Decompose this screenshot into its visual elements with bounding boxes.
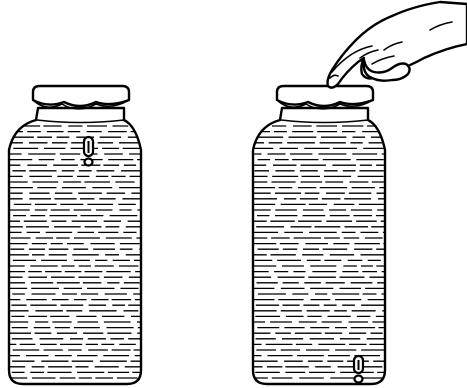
right-jar-body <box>253 108 385 384</box>
left-jar-cap <box>33 86 129 106</box>
left-jar-body <box>9 108 141 384</box>
pressing-hand <box>328 2 467 88</box>
right-jar-cap <box>277 86 373 106</box>
right-jar <box>246 86 411 384</box>
left-jar <box>2 86 165 384</box>
left-diver <box>84 137 93 166</box>
right-diver <box>354 356 363 383</box>
